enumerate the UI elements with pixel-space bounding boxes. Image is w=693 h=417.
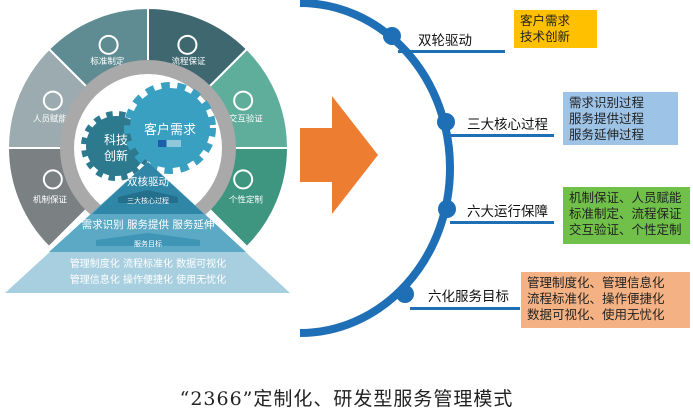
branch-label-operation: 六大运行保障 <box>467 204 548 220</box>
branch-label-dual-drive: 双轮驱动 <box>418 33 472 49</box>
box-line: 客户需求 <box>520 13 571 28</box>
box-line: 管理制度化、管理信息化 <box>527 275 665 290</box>
gear-label-2: 创新 <box>104 148 128 163</box>
box-line: 数据可视化、使用无忧化 <box>527 307 665 322</box>
pyramid-top-label: 双核驱动 <box>127 175 169 188</box>
box-line: 标准制定、流程保证 <box>569 206 682 221</box>
underline <box>450 221 554 224</box>
sector-label: 交互验证 <box>229 113 264 124</box>
arrow-right-icon <box>300 96 378 214</box>
gear-customer-demand: 客户需求 <box>124 82 216 174</box>
pyramid-bottom-line2: 管理信息化 操作便捷化 使用无忧化 <box>70 273 226 286</box>
sector-icon <box>98 34 119 55</box>
branch-box-service-goal: 管理制度化、管理信息化 流程标准化、操作便捷化 数据可视化、使用无忧化 <box>521 272 690 328</box>
box-line: 技术创新 <box>520 29 571 44</box>
underline <box>410 307 520 310</box>
logo-mark <box>167 140 181 147</box>
branch-label-service-goal: 六化服务目标 <box>428 289 509 305</box>
underline <box>450 134 554 137</box>
pyramid-tag-goal: 服务目标 <box>134 239 162 248</box>
branch-box-core-process: 需求识别过程 服务提供过程 服务延伸过程 <box>563 92 678 145</box>
logo-icon <box>158 140 166 147</box>
sector-icon <box>42 90 63 111</box>
box-line: 交互验证、个性定制 <box>569 222 682 237</box>
gear-label-1: 科技 <box>104 133 128 147</box>
branch-label-core-process: 三大核心过程 <box>467 117 548 133</box>
box-line: 流程标准化、操作便捷化 <box>527 291 665 306</box>
box-line: 服务延伸过程 <box>569 127 645 142</box>
pyramid-bottom-line1: 管理制度化 流程标准化 数据可视化 <box>70 257 226 270</box>
arc-background <box>300 3 450 333</box>
box-line: 机制保证、人员赋能 <box>569 190 682 205</box>
pyramid-middle-label: 需求识别 服务提供 服务延伸 <box>82 218 215 231</box>
sector-icon <box>42 169 63 190</box>
sector-label: 流程保证 <box>172 56 207 67</box>
blue-arc <box>299 0 454 337</box>
diagram-caption: “2366”定制化、研发型服务管理模式 <box>179 388 514 410</box>
sector-label: 标准制定 <box>90 56 125 67</box>
node-dot <box>396 285 414 303</box>
box-line: 需求识别过程 <box>569 95 645 110</box>
branch-box-dual-drive: 客户需求 技术创新 <box>514 10 597 48</box>
node-dot <box>437 113 455 131</box>
box-line: 服务提供过程 <box>569 111 645 126</box>
sector-label: 个性定制 <box>229 195 263 206</box>
node-dot <box>438 200 456 218</box>
node-dot <box>383 27 401 45</box>
sector-icon <box>177 34 198 55</box>
sector-label: 机制保证 <box>33 195 68 206</box>
sector-icon <box>233 169 254 190</box>
sector-icon <box>233 90 254 111</box>
sector-label: 人员赋能 <box>33 113 68 124</box>
pyramid-tag-core: 三大核心过程 <box>127 196 169 205</box>
branch-box-operation: 机制保证、人员赋能 标准制定、流程保证 交互验证、个性定制 <box>563 187 690 244</box>
gear-label-customer: 客户需求 <box>144 122 196 138</box>
underline <box>398 50 505 53</box>
pyramid: 双核驱动 三大核心过程 需求识别 服务提供 服务延伸 服务目标 管理制度化 流程… <box>5 162 290 293</box>
